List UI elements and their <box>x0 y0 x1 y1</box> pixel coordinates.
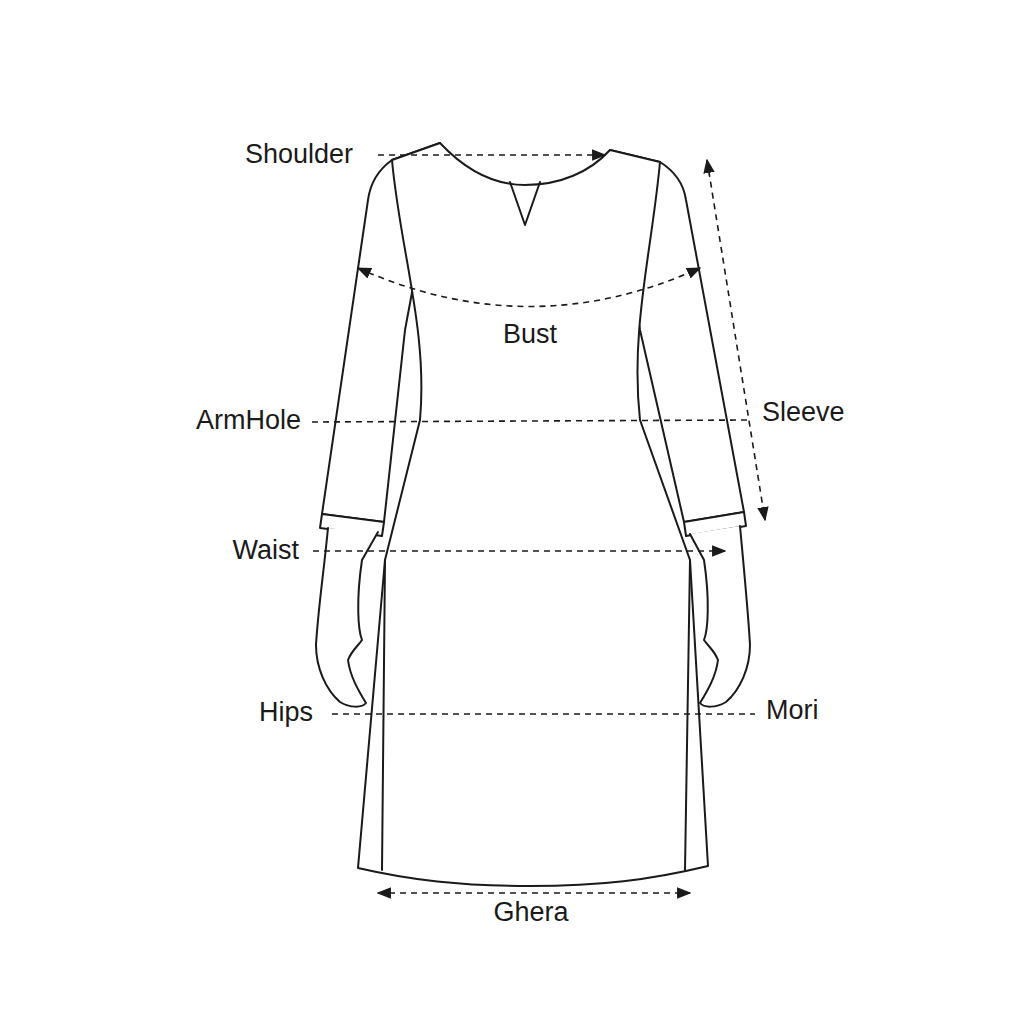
kurta-body <box>358 143 708 886</box>
waist-line <box>313 550 725 552</box>
neck-slit <box>510 182 540 225</box>
bust-line <box>358 268 700 307</box>
shoulder-line <box>378 154 605 156</box>
right-slit <box>685 560 690 870</box>
measurement-label: Shoulder <box>243 139 355 170</box>
sleeve-line <box>707 160 765 520</box>
measurement-label: Mori <box>764 695 821 726</box>
measurement-label: Bust <box>501 319 559 350</box>
right-hand <box>690 526 750 707</box>
measurement-label: ArmHole <box>194 405 303 436</box>
ghera-line <box>378 892 690 894</box>
measurement-label: Sleeve <box>760 397 847 428</box>
measurement-label: Ghera <box>491 897 570 928</box>
hips-line <box>332 713 755 715</box>
armhole-line <box>312 420 748 422</box>
measurement-label: Waist <box>231 535 302 566</box>
left-hand <box>316 528 378 707</box>
measurement-label: Hips <box>257 697 315 728</box>
left-slit <box>382 560 385 870</box>
